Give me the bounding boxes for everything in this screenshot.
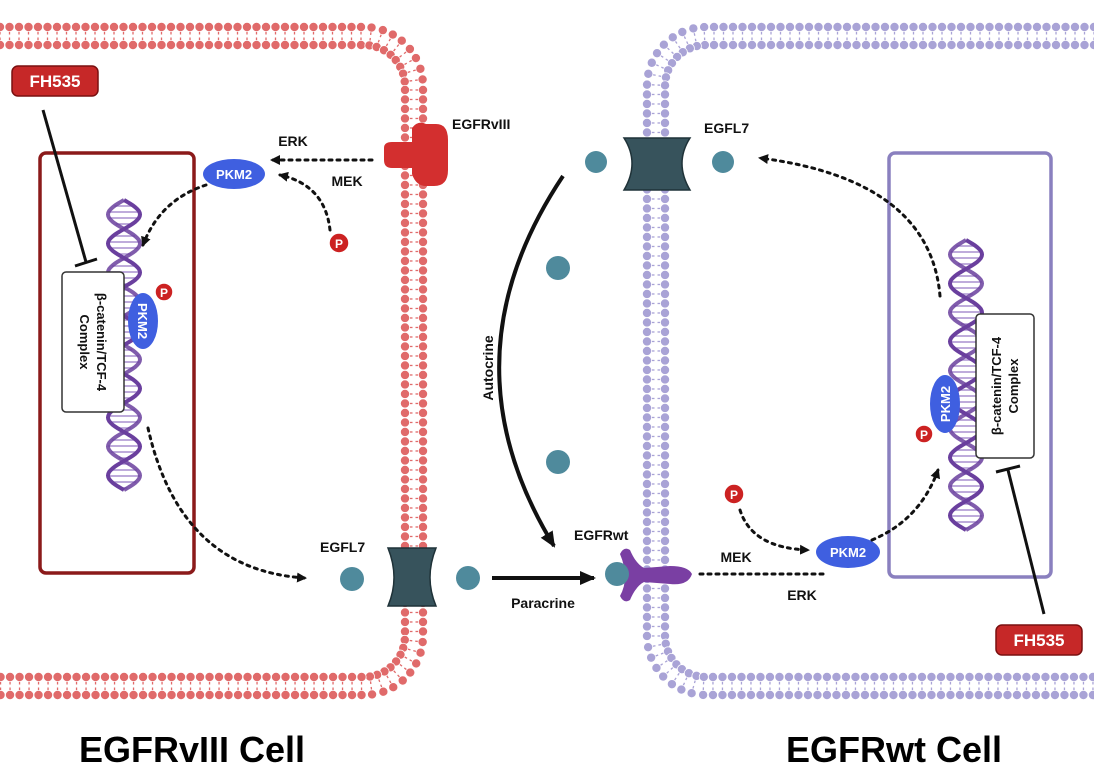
right-nucleus (887, 151, 1053, 579)
pkm2-label-nuclear-left: PKM2 (135, 303, 150, 339)
pkm2-to-nucleus-arrow-left (141, 183, 208, 247)
fh535-inhibition-bar-left (74, 257, 98, 268)
egfrwt-label: EGFRwt (574, 527, 629, 543)
fh535-badge-right: FH535 (995, 624, 1083, 656)
dna-to-egfl7-arrow-left (146, 426, 307, 583)
egfrviii-label: EGFRvIII (452, 116, 510, 132)
egfrwt-receptor (620, 548, 692, 602)
fh535-inhibition-line-right (1006, 469, 1046, 615)
egfl7-ligand-left-outside (456, 566, 480, 590)
egfrviii-cell-title: EGFRvIII Cell (79, 729, 305, 770)
complex-label-right-line1: β-catenin/TCF-4 (989, 336, 1004, 435)
egfl7-ligand-bound-egfrwt (605, 562, 629, 586)
channel-left (386, 547, 438, 607)
paracrine-label: Paracrine (511, 595, 575, 611)
phospho-label-nuclear-right: P (920, 428, 928, 442)
fh535-label-right: FH535 (1013, 631, 1064, 650)
egfl7-label-right: EGFL7 (704, 120, 749, 136)
complex-label-left-line1: β-catenin/TCF-4 (94, 293, 109, 392)
egfl7-ligand-free-2 (546, 450, 570, 474)
complex-box-left: β-catenin/TCF-4 Complex (61, 271, 125, 413)
channel-right (622, 137, 692, 191)
complex-label-right-line2: Complex (1006, 358, 1021, 414)
dna-to-egfl7-arrow-right (758, 154, 942, 298)
pkm2-label-cytoplasm-left: PKM2 (216, 167, 252, 182)
egfrviii-receptor (384, 122, 448, 186)
phospho-label-cytoplasm-right: P (730, 488, 738, 502)
fh535-inhibition-line-left (41, 109, 88, 263)
pkm2-to-nucleus-arrow-right (870, 468, 940, 542)
complex-label-left-line2: Complex (77, 315, 92, 371)
egfl7-ligand-free-1 (546, 256, 570, 280)
phospho-cytoplasm-right: P (723, 483, 745, 505)
autocrine-arrow (497, 174, 565, 548)
phospho-to-pkm2-arrow-left (278, 171, 332, 232)
pkm2-label-nuclear-right: PKM2 (938, 386, 953, 422)
mek-label-right: MEK (720, 549, 751, 565)
phospho-to-pkm2-arrow-right (738, 508, 810, 555)
mek-label-left: MEK (331, 173, 362, 189)
pkm2-cytoplasm-left: PKM2 (203, 159, 265, 189)
phospho-label-cytoplasm-left: P (335, 237, 343, 251)
egfl7-ligand-right-inside (712, 151, 734, 173)
fh535-label-left: FH535 (29, 72, 80, 91)
egfl7-label-left: EGFL7 (320, 539, 365, 555)
pkm2-cytoplasm-right: PKM2 (816, 536, 880, 568)
egfl7-ligand-right-outside (585, 151, 607, 173)
pkm2-label-cytoplasm-right: PKM2 (830, 545, 866, 560)
complex-box-right: β-catenin/TCF-4 Complex (975, 313, 1035, 459)
left-nucleus (38, 151, 196, 575)
dna-helix-right (947, 238, 985, 532)
egfrwt-cell-membrane (642, 21, 1094, 701)
phospho-label-nuclear-left: P (160, 286, 168, 300)
erk-label-right: ERK (787, 587, 817, 603)
fh535-inhibition-bar-right (995, 464, 1021, 474)
fh535-badge-left: FH535 (11, 65, 99, 97)
pkm2-nuclear-left: PKM2 P (128, 282, 174, 349)
erk-label-left: ERK (278, 133, 308, 149)
egfrwt-cell-title: EGFRwt Cell (786, 729, 1002, 770)
autocrine-label: Autocrine (480, 335, 496, 401)
pkm2-nuclear-right: PKM2 P (914, 375, 960, 444)
phospho-cytoplasm-left: P (328, 232, 350, 254)
egfl7-ligand-left-inside (340, 567, 364, 591)
